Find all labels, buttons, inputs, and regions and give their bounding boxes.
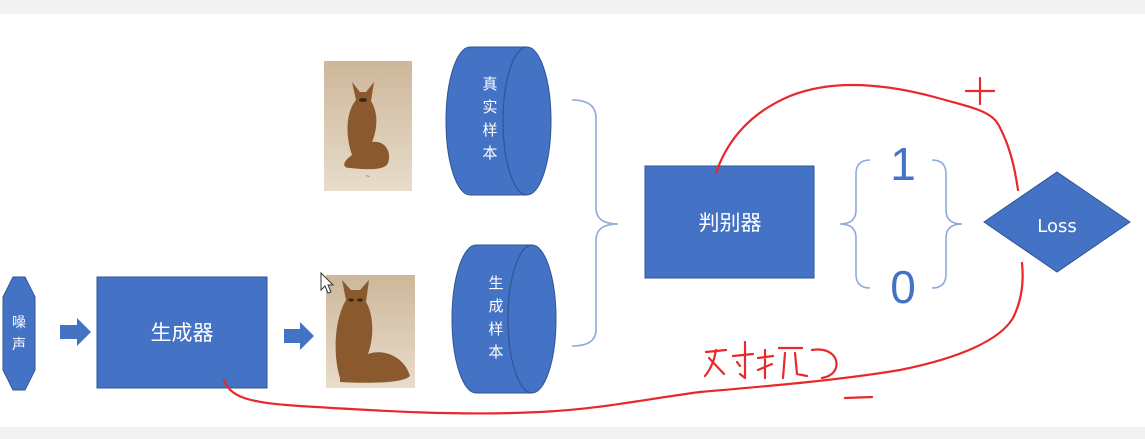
- plus-curve: [714, 83, 1020, 192]
- real-samples-cylinder: 真 实 样 本: [445, 46, 552, 196]
- loss-label: Loss: [1037, 216, 1076, 237]
- cursor-icon: [320, 271, 335, 294]
- noise-node: 噪 声: [2, 276, 36, 391]
- merge-brace: [571, 99, 619, 347]
- minus-sign: [843, 395, 874, 400]
- plus-sign: [964, 76, 996, 106]
- noise-label-1: 噪: [12, 315, 26, 331]
- minus-curve: [222, 261, 1024, 415]
- adversarial-annotation: [703, 340, 838, 380]
- output-brace-left: [839, 159, 871, 289]
- output-zero: 0: [890, 261, 916, 313]
- generated-cat-photo: [326, 275, 415, 388]
- generator-node: 生成器: [96, 276, 268, 389]
- discriminator-node: 判别器: [644, 165, 815, 279]
- generator-label: 生成器: [151, 321, 214, 345]
- real-samples-char-1: 真: [482, 75, 497, 93]
- output-brace-right: [931, 159, 963, 289]
- generated-samples-char-3: 样: [488, 320, 503, 338]
- real-cat-photo: ~: [324, 61, 412, 191]
- real-samples-char-2: 实: [482, 98, 497, 116]
- output-one: 1: [890, 138, 916, 190]
- generated-samples-cylinder: 生 成 样 本: [451, 244, 557, 394]
- noise-label-2: 声: [12, 337, 26, 353]
- generated-samples-char-1: 生: [488, 274, 503, 292]
- svg-text:~: ~: [365, 173, 370, 180]
- arrow-right-icon: [60, 318, 91, 346]
- real-samples-char-3: 样: [482, 121, 497, 139]
- real-samples-char-4: 本: [482, 144, 497, 162]
- loss-node: Loss: [983, 171, 1131, 273]
- discriminator-label: 判别器: [699, 211, 762, 235]
- bottom-band: [0, 427, 1145, 439]
- top-band: [0, 0, 1145, 14]
- arrow-right-icon: [284, 322, 314, 350]
- generated-samples-char-4: 本: [488, 343, 503, 361]
- generated-samples-char-2: 成: [488, 297, 503, 315]
